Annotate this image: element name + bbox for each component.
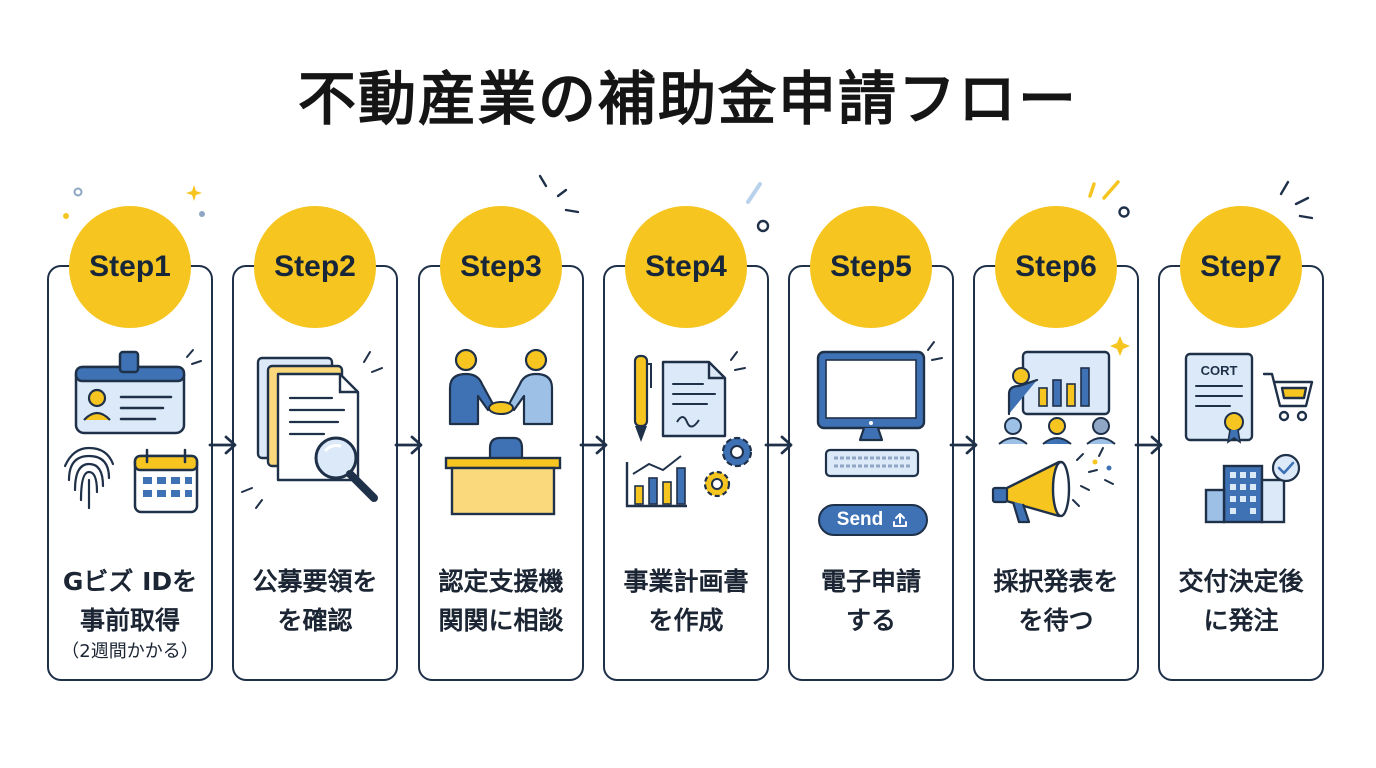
upload-icon: [893, 513, 908, 527]
step5-illustration: [788, 340, 954, 530]
certificate-icon: CORT: [1184, 352, 1254, 444]
step7-illustration: CORT: [1158, 340, 1324, 530]
documents-icon: [256, 356, 360, 482]
certificate-label: CORT: [1201, 363, 1238, 378]
step-badge-5: Step5: [810, 206, 932, 328]
cart-icon: [1262, 372, 1314, 422]
step-label-line: する: [845, 606, 896, 635]
step-badge-6: Step6: [995, 206, 1117, 328]
handshake-icon: [448, 348, 554, 426]
step-label-line: 関関に相談: [438, 606, 564, 635]
step-label-2: 公募要領を を確認: [232, 562, 398, 640]
arrow-right-icon: [949, 435, 978, 455]
step-label-4: 事業計画書 を作成: [603, 562, 769, 640]
desk-icon: [444, 436, 562, 516]
step6-illustration: [973, 340, 1139, 530]
check-icon: [1271, 453, 1301, 483]
step-label-line: 認定支援機: [438, 567, 564, 596]
step-badge-4: Step4: [625, 206, 747, 328]
step-label-line: 事前取得: [79, 606, 180, 635]
step4-illustration: [603, 340, 769, 530]
step-label-line: を確認: [277, 606, 353, 635]
calendar-icon: [133, 448, 199, 514]
arrow-right-icon: [394, 435, 423, 455]
gear-icon: [703, 436, 753, 498]
step-label-line: に発注: [1203, 606, 1279, 635]
step-label-line: を待つ: [1018, 606, 1094, 635]
page-title: 不動産業の補助金申請フロー: [297, 65, 1078, 133]
arrow-right-icon: [764, 435, 793, 455]
step-label-line: Gビズ IDを: [62, 567, 198, 596]
step-label-1: Gビズ IDを 事前取得 （2週間かかる）: [47, 562, 213, 664]
step-label-5: 電子申請 する: [788, 562, 954, 640]
step-label-line: 電子申請: [820, 567, 921, 596]
monitor-icon: [816, 341, 943, 442]
step-label-7: 交付決定後 に発注: [1158, 562, 1324, 640]
arrow-right-icon: [208, 435, 237, 455]
send-button-label: Send: [836, 509, 884, 530]
fingerprint-icon: [63, 446, 115, 510]
step-label-line: 事業計画書: [623, 567, 749, 596]
megaphone-icon: [991, 460, 1071, 524]
presentation-icon: [998, 350, 1116, 445]
step-label-note: （2週間かかる）: [61, 641, 199, 662]
step-label-line: を作成: [648, 606, 724, 635]
pen-icon: [633, 354, 652, 442]
step-label-3: 認定支援機 関関に相談: [418, 562, 584, 640]
step-label-line: 公募要領を: [252, 567, 378, 596]
step3-illustration: [418, 340, 584, 530]
id-card-icon: [74, 349, 202, 435]
step1-illustration: [47, 340, 213, 530]
step2-illustration: [232, 340, 398, 530]
send-button[interactable]: Send: [818, 504, 928, 536]
keyboard-icon: [824, 448, 920, 478]
arrow-right-icon: [1134, 435, 1163, 455]
step-card-4: [603, 265, 769, 681]
building-icon: [1204, 464, 1286, 524]
bar-chart-icon: [625, 455, 687, 508]
step-badge-7: Step7: [1180, 206, 1302, 328]
step-badge-2: Step2: [254, 206, 376, 328]
step-label-6: 採択発表を を待つ: [973, 562, 1139, 640]
step-label-line: 交付決定後: [1178, 567, 1304, 596]
step-label-line: 採択発表を: [993, 567, 1119, 596]
arrow-right-icon: [579, 435, 608, 455]
confetti-icon: [1072, 447, 1114, 507]
step-badge-1: Step1: [69, 206, 191, 328]
step-badge-3: Step3: [440, 206, 562, 328]
magnifier-icon: [314, 436, 378, 502]
business-plan-icon: [661, 351, 746, 438]
